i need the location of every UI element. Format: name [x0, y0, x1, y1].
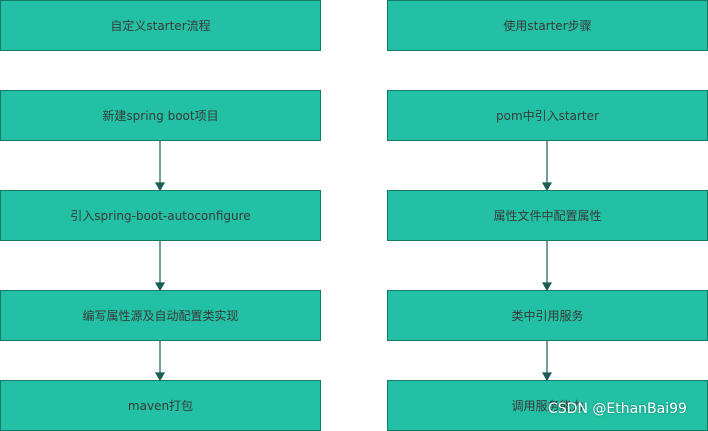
csdn-watermark: CSDN @EthanBai99: [548, 401, 687, 417]
arrow-left-1: [154, 141, 166, 192]
arrow-right-3: [541, 341, 553, 382]
arrow-right-2: [541, 241, 553, 292]
right-step-call-service: 调用服务能力: [387, 380, 708, 431]
left-step-add-autoconfigure: 引入spring-boot-autoconfigure: [0, 190, 321, 241]
right-step-pom-import: pom中引入starter: [387, 90, 708, 141]
right-flow-header: 使用starter步骤: [387, 0, 708, 51]
left-step-new-project: 新建spring boot项目: [0, 90, 321, 141]
right-step-reference-service: 类中引用服务: [387, 290, 708, 341]
arrow-left-3: [154, 341, 166, 382]
left-step-write-config: 编写属性源及自动配置类实现: [0, 290, 321, 341]
left-step-maven-package: maven打包: [0, 380, 321, 431]
right-step-configure-properties: 属性文件中配置属性: [387, 190, 708, 241]
arrow-left-2: [154, 241, 166, 292]
arrow-right-1: [541, 141, 553, 192]
left-flow-header: 自定义starter流程: [0, 0, 321, 51]
